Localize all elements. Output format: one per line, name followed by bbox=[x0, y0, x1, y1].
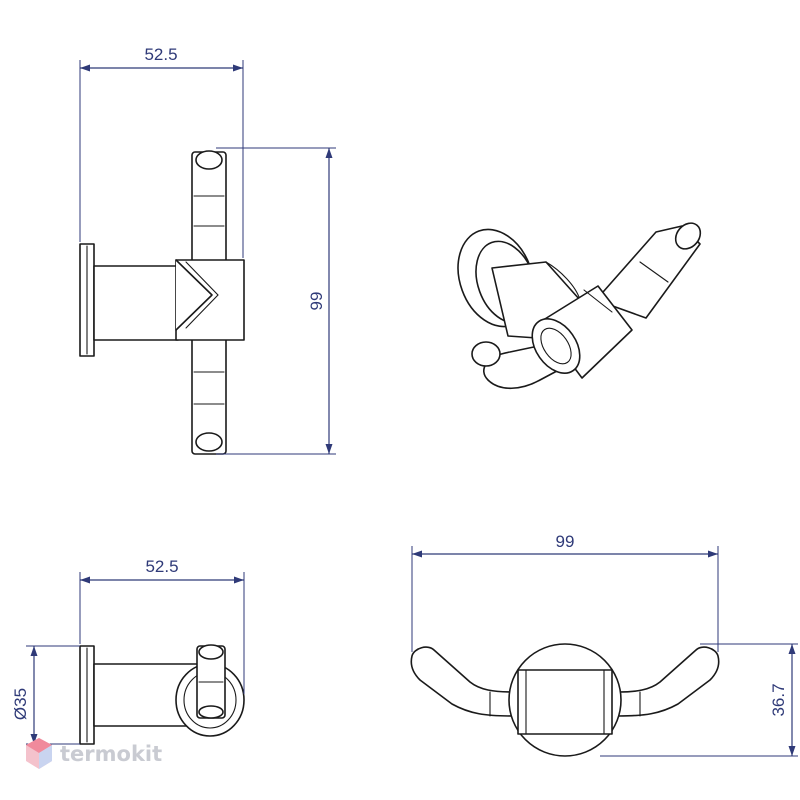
top-width-label: 99 bbox=[556, 532, 575, 551]
isometric-view bbox=[457, 222, 702, 390]
front-view bbox=[79, 150, 245, 455]
side-diameter-label: Ø35 bbox=[11, 688, 30, 720]
front-width-dimension: 52.5 bbox=[79, 45, 244, 258]
watermark: termokit bbox=[26, 738, 162, 769]
top-depth-label: 36.7 bbox=[769, 683, 788, 716]
front-height-label: 99 bbox=[307, 292, 326, 311]
top-width-dimension: 99 bbox=[411, 532, 719, 652]
side-diameter-dimension: Ø35 bbox=[11, 645, 80, 745]
front-width-label: 52.5 bbox=[144, 45, 177, 64]
side-width-label: 52.5 bbox=[145, 557, 178, 576]
watermark-text: termokit bbox=[60, 742, 162, 766]
top-view bbox=[410, 643, 720, 757]
side-view bbox=[79, 644, 245, 745]
top-depth-dimension: 36.7 bbox=[600, 643, 798, 757]
termokit-logo-icon bbox=[26, 738, 52, 769]
front-height-dimension: 99 bbox=[216, 147, 336, 455]
side-width-dimension: 52.5 bbox=[79, 557, 245, 694]
